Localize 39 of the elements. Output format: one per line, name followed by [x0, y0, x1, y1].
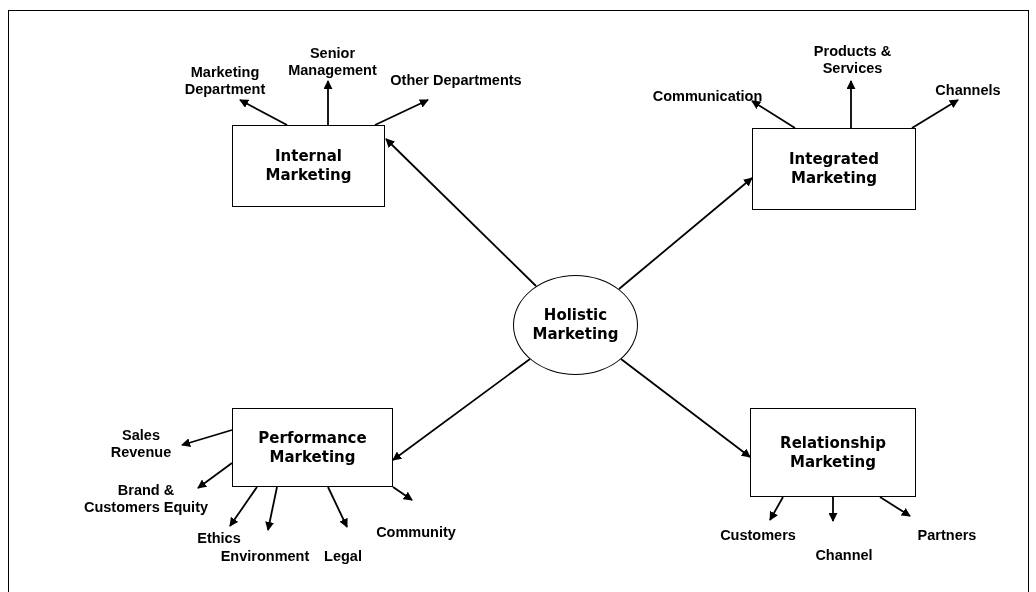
node-label: Sales Revenue [109, 427, 173, 461]
node-label: Senior Management [287, 45, 378, 79]
arrow [769, 496, 784, 521]
node-label: Community [376, 523, 456, 541]
arrow [828, 496, 838, 522]
node-label: Brand & Customers Equity [82, 482, 210, 516]
node-label: Products & Services [812, 43, 893, 77]
arrow [385, 138, 537, 287]
arrow [265, 486, 278, 531]
node-label: Communication [652, 87, 763, 105]
concept-box: Integrated Marketing [752, 128, 916, 210]
node-label: Other Departments [390, 71, 522, 89]
node-label: Ethics [197, 529, 241, 547]
node-label: Channel [815, 546, 873, 564]
node-label: Partners [917, 526, 977, 544]
arrow [197, 462, 233, 489]
arrow [846, 80, 856, 129]
arrow [239, 99, 288, 126]
concept-box: Relationship Marketing [750, 408, 916, 497]
arrow [879, 496, 911, 517]
arrow [618, 177, 753, 290]
node-label: Channels [935, 81, 1001, 99]
arrow [323, 80, 333, 126]
arrow [620, 358, 751, 458]
arrow [392, 358, 531, 461]
center-ellipse: Holistic Marketing [513, 275, 638, 375]
node-label: Legal [324, 547, 362, 565]
concept-box: Performance Marketing [232, 408, 393, 487]
arrow [751, 100, 796, 129]
arrow [911, 99, 959, 129]
arrow [229, 486, 258, 527]
arrow [392, 486, 413, 501]
node-label: Environment [220, 547, 310, 565]
arrow [181, 429, 233, 447]
node-label: Marketing Department [183, 64, 267, 98]
arrow [374, 99, 429, 126]
arrow [327, 486, 348, 528]
concept-box: Internal Marketing [232, 125, 385, 207]
node-label: Customers [720, 526, 796, 544]
